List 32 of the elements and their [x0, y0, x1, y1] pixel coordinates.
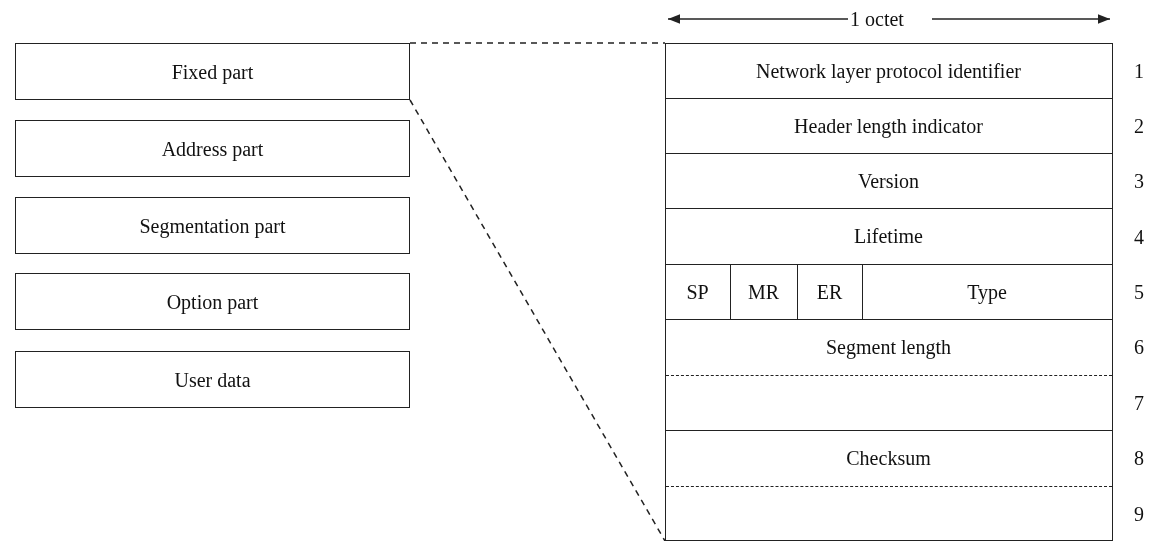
- field-name: User data: [173, 367, 252, 392]
- field-name: Type: [966, 279, 1008, 304]
- field-name: Fixed part: [170, 59, 255, 84]
- row-number: 4: [1134, 225, 1144, 249]
- expansion-line: [409, 42, 666, 44]
- field-name: Address part: [160, 136, 265, 161]
- field-box: [15, 43, 410, 100]
- field-box: [15, 197, 410, 254]
- row-number: 3: [1134, 169, 1144, 193]
- dimension-label: 1 octet: [850, 7, 904, 31]
- row-number: 6: [1134, 335, 1144, 359]
- field-box: [15, 120, 410, 177]
- row-number: 9: [1134, 502, 1144, 526]
- field-name: Segmentation part: [138, 213, 287, 238]
- field-name: Segment length: [825, 334, 952, 359]
- field-box: [15, 351, 410, 408]
- field-name: ER: [815, 279, 844, 304]
- field-name: SP: [685, 279, 710, 304]
- field-name: Lifetime: [853, 224, 924, 248]
- row-number: 7: [1134, 391, 1144, 415]
- field-name: Header length indicator: [793, 113, 984, 138]
- field-box: [15, 273, 410, 330]
- row-number: 5: [1134, 280, 1144, 304]
- field-name: Option part: [165, 289, 260, 314]
- field-name: Version: [856, 168, 921, 193]
- expansion-line: [409, 99, 666, 541]
- row-number: 8: [1134, 446, 1144, 470]
- field-name: MR: [746, 279, 781, 304]
- row-number: 1: [1134, 59, 1144, 83]
- field-name: Network layer protocol identifier: [755, 58, 1022, 83]
- row-number: 2: [1134, 114, 1144, 138]
- field-name: Checksum: [845, 445, 932, 470]
